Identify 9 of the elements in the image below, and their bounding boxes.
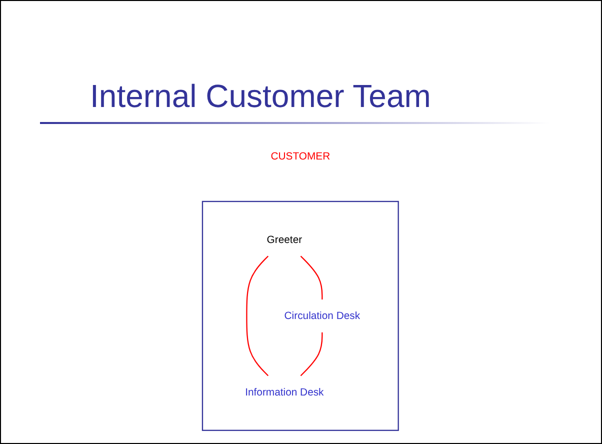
slide-title: Internal Customer Team [90,78,431,115]
connector [246,256,268,376]
connector [300,332,322,376]
connector [300,256,322,300]
node-text: Greeter [266,234,302,246]
cluster [202,200,398,431]
node-text: Information Desk [244,386,324,398]
node-text: CUSTOMER [270,150,330,162]
node-text: Circulation Desk [284,310,360,322]
